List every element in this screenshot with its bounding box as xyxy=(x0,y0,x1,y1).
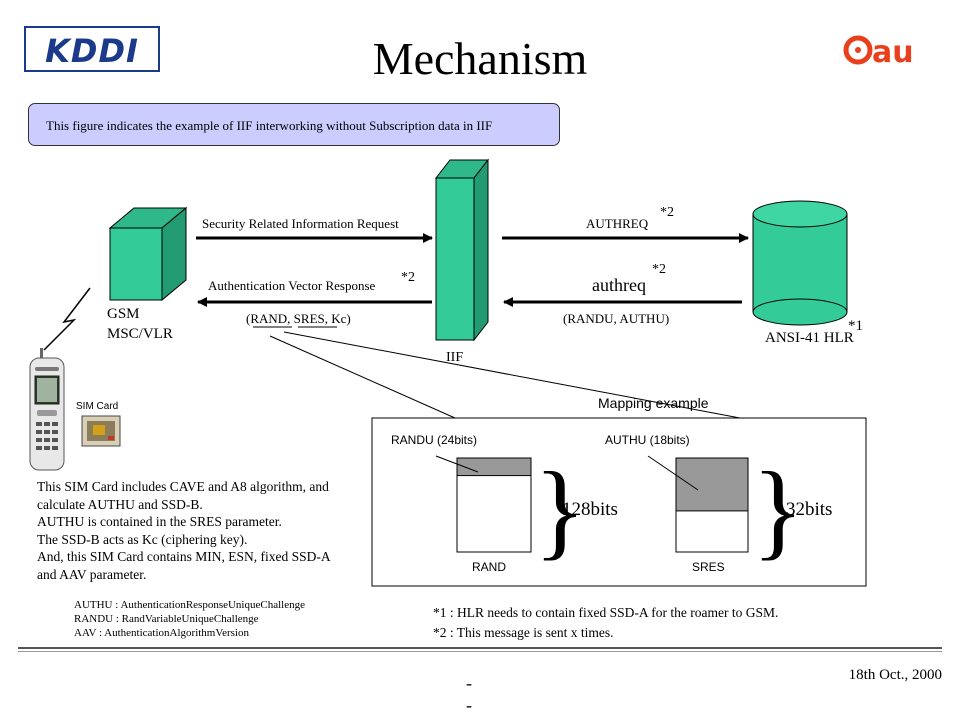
footnote-item: *1 : HLR needs to contain fixed SSD-A fo… xyxy=(433,605,779,620)
rand-label: RAND xyxy=(472,560,507,574)
svg-text:KDDI: KDDI xyxy=(45,32,139,70)
randu-label: RANDU (24bits) xyxy=(391,433,478,447)
msc-label-line2: MSC/VLR xyxy=(107,326,173,342)
authreq-lower-label: authreq xyxy=(592,275,646,295)
params-underline xyxy=(253,326,337,328)
rand-brace: } xyxy=(534,451,586,570)
description-line: calculate AUTHU and SSD-B. xyxy=(37,496,203,512)
page-title: Mechanism xyxy=(372,33,588,84)
msc-label-line1: GSM xyxy=(107,306,140,322)
note-box xyxy=(28,103,560,146)
abbreviation-item: AAV : AuthenticationAlgorithmVersion xyxy=(74,627,249,639)
sres-brace: } xyxy=(752,451,804,570)
sim-card-label: SIM Card xyxy=(76,401,119,412)
footer-rule xyxy=(18,647,942,649)
abbreviation-list: AUTHU : AuthenticationResponseUniqueChal… xyxy=(74,598,305,640)
rand-size-label: 128bits xyxy=(562,499,618,520)
iif-node xyxy=(434,158,490,342)
mapping-box xyxy=(371,417,867,587)
footer-rule-thin xyxy=(18,651,942,652)
randu-pointer xyxy=(435,455,479,473)
footnotes: *1 : HLR needs to contain fixed SSD-A fo… xyxy=(433,603,778,643)
hlr-node xyxy=(752,200,848,326)
callout-line-left xyxy=(269,335,456,419)
callout-line-right xyxy=(283,331,741,419)
sim-card-icon xyxy=(81,415,121,447)
iif-label: IIF xyxy=(446,350,464,365)
authu-pointer xyxy=(647,455,699,491)
mobile-phone-icon xyxy=(29,348,65,471)
hlr-footnote-mark: *1 xyxy=(848,318,863,334)
authu-label: AUTHU (18bits) xyxy=(605,433,690,447)
hlr-label: ANSI-41 HLR xyxy=(765,330,854,346)
description-line: AUTHU is contained in the SRES parameter… xyxy=(37,514,282,530)
au-logo: au xyxy=(843,35,914,70)
description-line: And, this SIM Card contains MIN, ESN, fi… xyxy=(37,549,331,565)
msc-vlr-node xyxy=(108,206,188,302)
sres-size-label: 32bits xyxy=(786,499,833,520)
note-text: This figure indicates the example of IIF… xyxy=(46,118,493,133)
abbreviation-item: AUTHU : AuthenticationResponseUniqueChal… xyxy=(74,599,305,611)
footer-date: 18th Oct., 2000 xyxy=(848,667,942,683)
sres-block xyxy=(675,457,749,553)
authreq-lower-mark: *2 xyxy=(652,262,666,277)
description-line: This SIM Card includes CAVE and A8 algor… xyxy=(37,479,329,494)
radio-link-icon xyxy=(43,287,91,351)
kddi-logo: KDDI xyxy=(24,26,160,72)
authreq-upper-mark: *2 xyxy=(660,205,674,220)
authreq-upper-label: AUTHREQ xyxy=(586,216,649,231)
page-marker: - - xyxy=(466,673,472,715)
sim-description: This SIM Card includes CAVE and A8 algor… xyxy=(37,478,397,584)
auth-vector-mark: *2 xyxy=(401,270,415,285)
rand-block xyxy=(456,457,532,553)
auth-vector-response-label: Authentication Vector Response xyxy=(208,278,376,293)
security-request-label: Security Related Information Request xyxy=(202,216,399,231)
footnote-item: *2 : This message is sent x times. xyxy=(433,625,614,640)
sres-label: SRES xyxy=(692,560,725,574)
svg-text:au: au xyxy=(872,35,914,70)
right-params-label: (RANDU, AUTHU) xyxy=(563,311,670,326)
description-line: and AAV parameter. xyxy=(37,566,147,582)
description-line: The SSD-B acts as Kc (ciphering key). xyxy=(37,531,248,547)
left-params-label: (RAND, SRES, Kc) xyxy=(246,311,351,326)
mapping-title: Mapping example xyxy=(598,395,709,411)
abbreviation-item: RANDU : RandVariableUniqueChallenge xyxy=(74,613,259,625)
